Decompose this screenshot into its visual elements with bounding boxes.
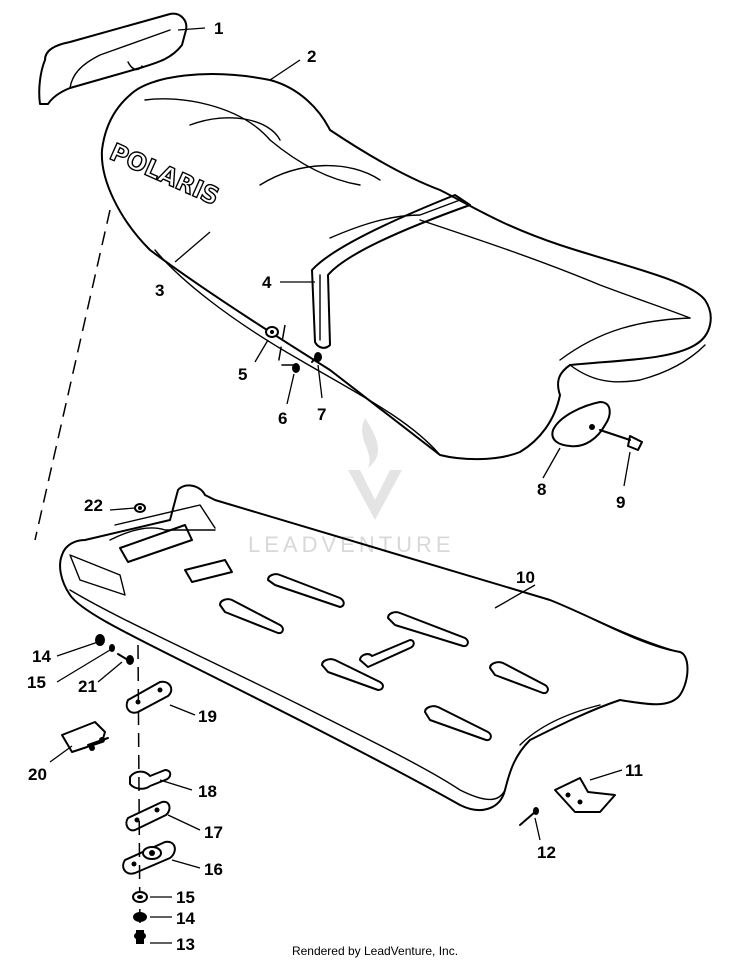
callout-9: 9 bbox=[616, 493, 625, 512]
part-9-screw bbox=[599, 429, 643, 451]
callout-19: 19 bbox=[198, 707, 217, 726]
callout-13: 13 bbox=[176, 935, 195, 954]
callout-4: 4 bbox=[262, 273, 272, 292]
part-18-clip bbox=[129, 769, 172, 790]
callout-18: 18 bbox=[198, 782, 217, 801]
part-16-bracket bbox=[122, 840, 176, 875]
part-2-seat: POLARIS bbox=[100, 73, 712, 461]
part-8-bumper bbox=[551, 401, 611, 448]
callout-21: 21 bbox=[78, 677, 97, 696]
callout-10: 10 bbox=[516, 568, 535, 587]
part-21-bolt bbox=[117, 653, 134, 665]
part-19-bracket bbox=[125, 680, 173, 714]
leader-lines bbox=[49, 27, 631, 944]
callout-16: 16 bbox=[204, 860, 223, 879]
callout-2: 2 bbox=[307, 47, 316, 66]
callout-6: 6 bbox=[278, 409, 287, 428]
watermark: LEADVENTURE bbox=[248, 418, 455, 557]
callout-5: 5 bbox=[238, 365, 247, 384]
callout-17: 17 bbox=[204, 823, 223, 842]
callout-8: 8 bbox=[537, 480, 546, 499]
footer-credit: Rendered by LeadVenture, Inc. bbox=[291, 944, 459, 958]
callout-15b: 15 bbox=[176, 888, 195, 907]
callout-1: 1 bbox=[214, 19, 223, 38]
part-1-seat-cover bbox=[38, 12, 188, 105]
watermark-text: LEADVENTURE bbox=[248, 532, 455, 557]
polaris-logo: POLARIS bbox=[106, 138, 224, 211]
part-13-bolt bbox=[134, 930, 146, 944]
callout-12: 12 bbox=[537, 843, 556, 862]
part-12-screw bbox=[519, 807, 539, 826]
part-14-washer-bottom bbox=[133, 912, 147, 922]
part-22-nut bbox=[134, 503, 146, 513]
part-15-washer-bottom bbox=[132, 891, 148, 903]
callout-7: 7 bbox=[317, 405, 326, 424]
part-17-plate bbox=[125, 800, 171, 832]
part-14-washer bbox=[95, 634, 105, 646]
part-15-washer bbox=[109, 644, 115, 652]
part-20-latch bbox=[61, 721, 109, 753]
part-10-seat-base bbox=[59, 484, 689, 811]
part-7-bolt bbox=[311, 352, 322, 363]
callout-11: 11 bbox=[625, 761, 643, 780]
callout-14b: 14 bbox=[176, 909, 195, 928]
part-5-nut bbox=[265, 326, 279, 338]
callout-15a: 15 bbox=[27, 673, 46, 692]
callout-20: 20 bbox=[28, 765, 47, 784]
callout-22: 22 bbox=[84, 496, 103, 515]
callout-labels: 1 2 3 4 5 6 7 8 9 10 11 12 13 14 15 16 1… bbox=[27, 19, 643, 954]
callout-14a: 14 bbox=[32, 647, 51, 666]
callout-3: 3 bbox=[155, 281, 164, 300]
part-11-bracket bbox=[554, 777, 616, 813]
